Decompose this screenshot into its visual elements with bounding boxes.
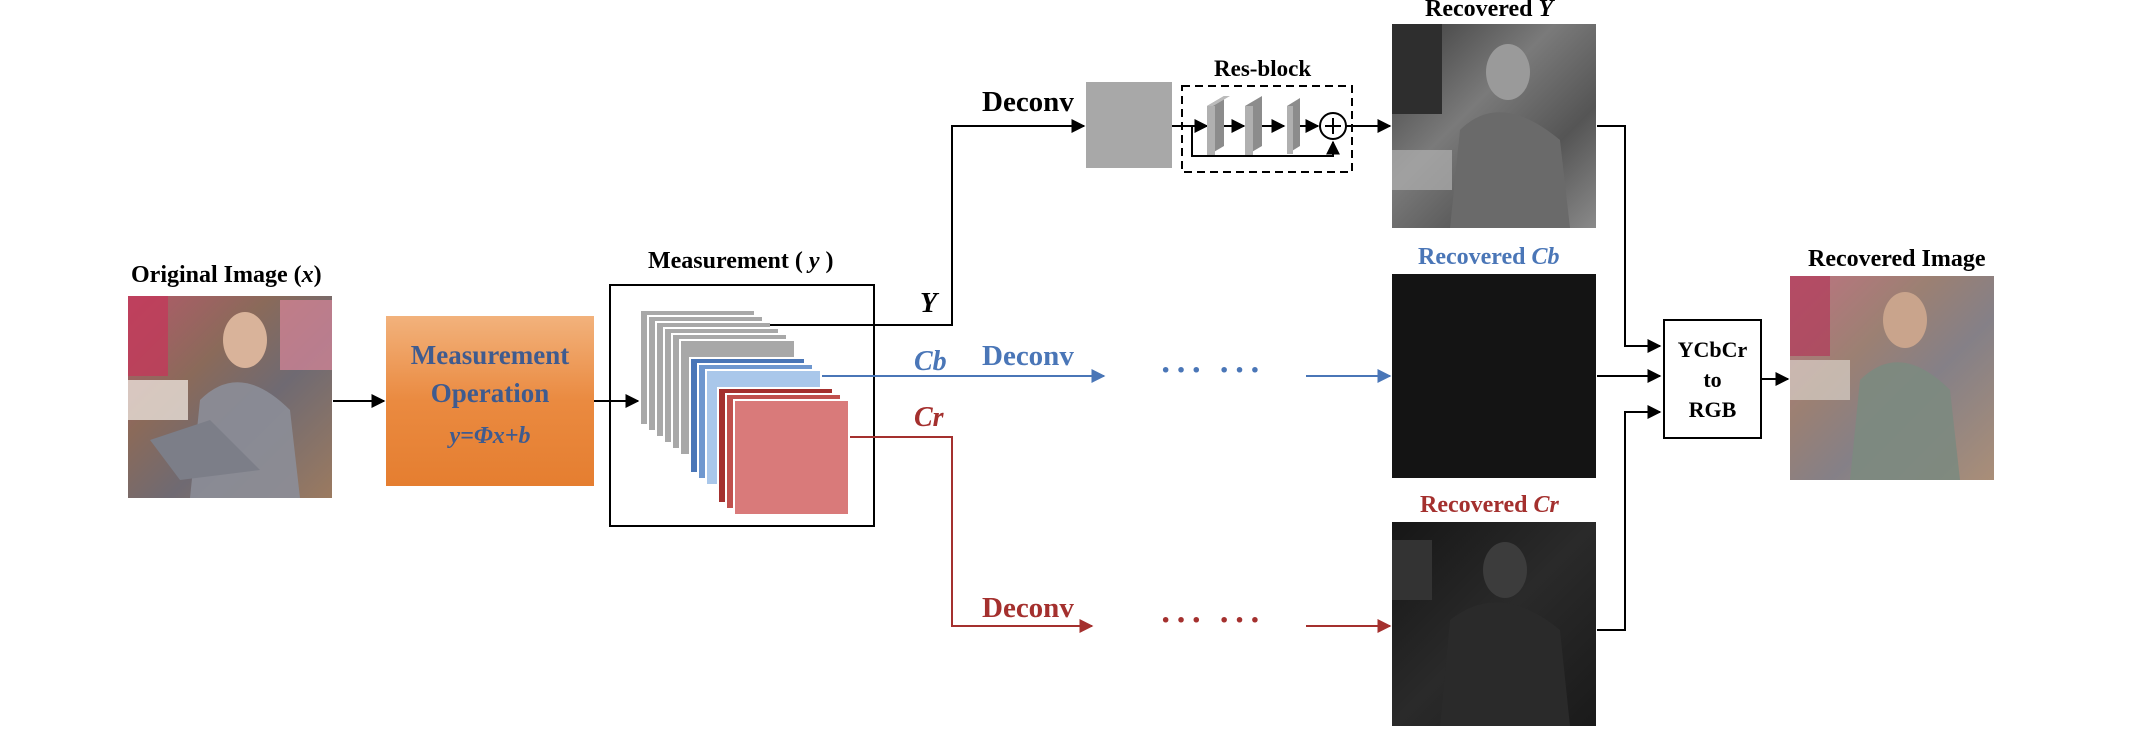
op-line1: Measurement	[410, 340, 570, 370]
recovered-cr-image	[1392, 522, 1596, 726]
measurement-box	[609, 284, 875, 527]
measurement-label: Measurement ( y )	[648, 248, 834, 274]
recovered-cr-label: Recovered Cr	[1420, 492, 1559, 518]
channel-cr-label: Cr	[914, 402, 944, 433]
deconv-cr-label: Deconv	[982, 592, 1074, 624]
recovered-cb-image	[1392, 274, 1596, 478]
channel-y-label: Y	[920, 288, 938, 319]
converter-line3: RGB	[1688, 397, 1737, 422]
deconv-cb-label: Deconv	[982, 340, 1074, 372]
op-formula: y=Φx+b	[449, 423, 531, 449]
res-block-box	[1181, 85, 1353, 173]
ycbcr-to-rgb-box: YCbCr to RGB	[1663, 319, 1762, 439]
res-block-layers	[1191, 96, 1347, 157]
original-image	[128, 296, 332, 498]
converter-line2: to	[1703, 367, 1722, 392]
original-image-label: Original Image (x)	[131, 262, 322, 288]
cr-feature-maps	[717, 387, 850, 516]
res-block-label: Res-block	[1214, 56, 1312, 81]
reccr-to-converter	[1597, 405, 1662, 631]
recovered-image-label: Recovered Image	[1808, 246, 1986, 272]
recovered-cb-label: Recovered Cb	[1418, 244, 1560, 270]
converter-line1: YCbCr	[1677, 337, 1748, 362]
cr-branch-line	[850, 436, 1094, 633]
ellipsis-cb: ··· ···	[1160, 352, 1265, 389]
recy-to-converter	[1597, 125, 1662, 353]
y-branch-line	[770, 119, 1086, 326]
recovered-rgb-image	[1790, 276, 1994, 480]
deconv-y-label: Deconv	[982, 86, 1074, 118]
channel-cb-label: Cb	[914, 346, 947, 377]
ellipsis-cr: ··· ···	[1160, 602, 1265, 639]
op-line2: Operation	[430, 378, 550, 408]
y-deconv-block	[1086, 82, 1172, 168]
measurement-operation-box: Measurement Operation y=Φx+b	[386, 316, 594, 486]
recovered-y-image	[1392, 24, 1596, 228]
recovered-y-label: Recovered Y	[1425, 0, 1554, 22]
